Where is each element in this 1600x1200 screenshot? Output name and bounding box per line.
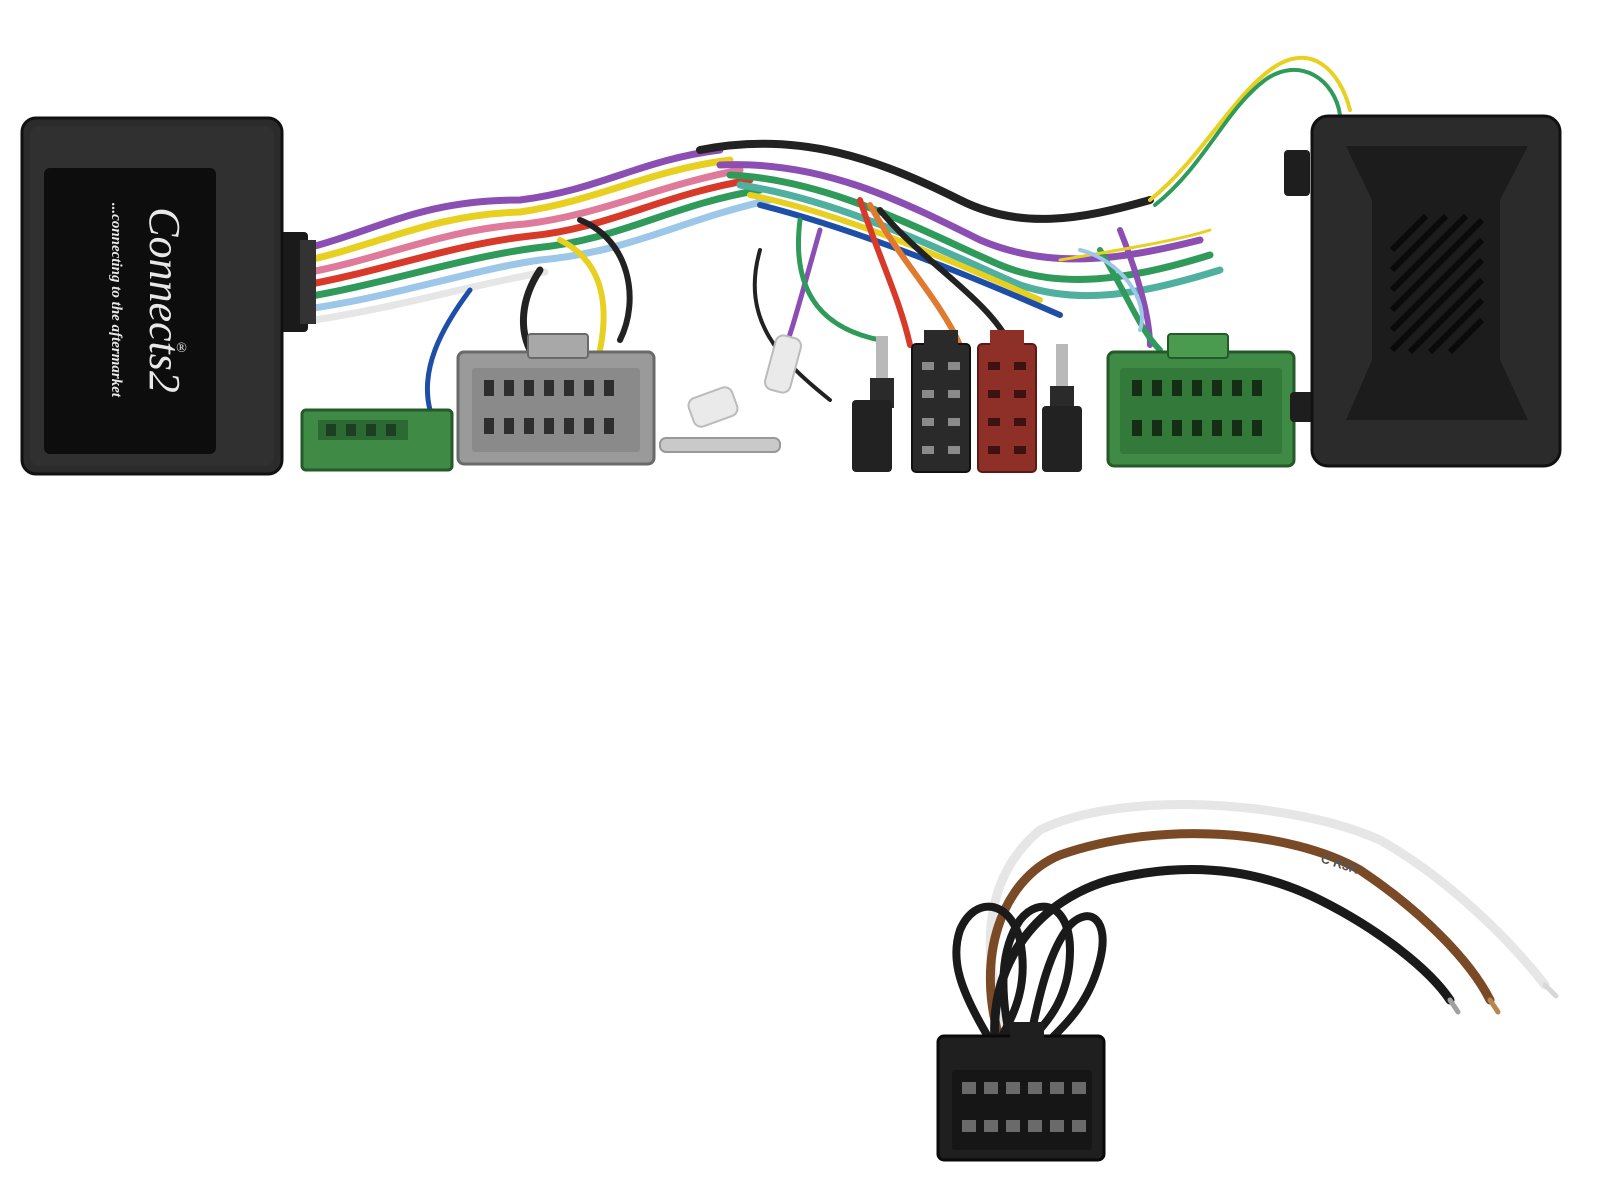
trademark-mark: ® (176, 341, 187, 356)
jack-plug-left (852, 336, 894, 472)
speaker-grille-box (1284, 114, 1562, 468)
12-pin-connector (936, 1022, 1106, 1162)
iso-connector-black (911, 330, 971, 473)
brand-logo: Connects2 (140, 207, 189, 393)
patch-lead: C R3K (936, 800, 1559, 1162)
iso-connector-red (977, 330, 1037, 473)
jack-plug-right (1042, 344, 1082, 472)
brand-tagline: ...connecting to the aftermarket (108, 203, 124, 398)
speaker-grille-slots (1389, 213, 1485, 355)
control-box: Connects2 ...connecting to the aftermark… (20, 116, 316, 476)
patch-lead-wires (952, 800, 1559, 1045)
spade-terminals (659, 334, 803, 453)
grey-multi-pin-connector (456, 333, 656, 466)
steering-interface-harness: Connects2 ...connecting to the aftermark… (20, 55, 1562, 476)
green-multi-pin-connector (1106, 333, 1296, 468)
wire-pins (300, 240, 316, 324)
logo-label (44, 168, 216, 454)
green-4pin-connector (300, 408, 454, 472)
lead-print-text: C R3K (1319, 851, 1361, 878)
